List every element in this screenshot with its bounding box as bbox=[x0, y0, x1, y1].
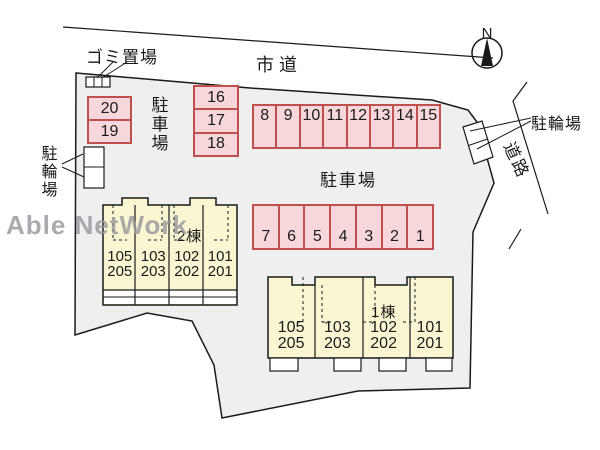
building-2-outline bbox=[102, 197, 238, 306]
unit-lower-number: 205 bbox=[107, 263, 133, 280]
unit-cell: 103 203 bbox=[137, 249, 171, 281]
unit-upper-number: 103 bbox=[324, 319, 351, 336]
unit-lower-number: 202 bbox=[370, 335, 397, 352]
parking-space: 2 bbox=[383, 206, 409, 248]
parking-space: 4 bbox=[331, 206, 357, 248]
parking-space: 17 bbox=[195, 110, 237, 134]
garbage-pointer-line bbox=[101, 61, 128, 79]
building-1-porches bbox=[269, 357, 453, 372]
building-2-stair-dashes bbox=[112, 205, 229, 241]
unit-cell: 101 201 bbox=[407, 320, 453, 354]
building-2-units: 105 205 103 203 102 202 101 201 bbox=[103, 249, 237, 281]
unit-lower-number: 205 bbox=[277, 335, 305, 352]
parking-lot-label-vertical: 駐車場 bbox=[151, 96, 169, 153]
parking-space: 20 bbox=[89, 98, 130, 121]
unit-upper-number: 105 bbox=[107, 248, 133, 265]
watermark: Able NetWork bbox=[6, 210, 188, 240]
building-1-units: 105 205 103 203 102 202 101 201 bbox=[268, 320, 453, 354]
parking-space: 10 bbox=[301, 106, 325, 147]
garbage-box bbox=[85, 76, 111, 88]
unit-cell: 105 205 bbox=[268, 320, 314, 354]
unit-lower-number: 203 bbox=[324, 335, 351, 352]
bicycle-parking-label-left: 駐輪場 bbox=[41, 146, 58, 199]
unit-lower-number: 203 bbox=[140, 263, 166, 280]
parking-space: 5 bbox=[305, 206, 332, 248]
unit-upper-number: 103 bbox=[140, 248, 166, 265]
building-1-stair-dashes bbox=[291, 277, 416, 323]
parking-space: 12 bbox=[348, 106, 371, 147]
parking-space: 16 bbox=[195, 87, 237, 111]
parking-space: 6 bbox=[280, 206, 306, 248]
building-1-outline bbox=[267, 276, 454, 372]
bicycle-shed-right bbox=[462, 120, 494, 165]
bicycle-right-pointer-line bbox=[476, 120, 532, 150]
parking-space: 18 bbox=[207, 135, 225, 153]
parking-space: 19 bbox=[100, 122, 119, 140]
parking-space: 11 bbox=[324, 106, 348, 147]
compass-north-label: N bbox=[481, 25, 493, 42]
unit-upper-number: 101 bbox=[207, 248, 233, 265]
building-1-name: 1棟 bbox=[371, 304, 397, 321]
parking-space: 1 bbox=[415, 228, 425, 245]
unit-upper-number: 101 bbox=[416, 319, 444, 336]
building-2-name: 2棟 bbox=[177, 228, 203, 245]
unit-upper-number: 102 bbox=[174, 248, 200, 265]
unit-lower-number: 201 bbox=[207, 263, 233, 280]
parking-space: 9 bbox=[277, 106, 301, 147]
parking-space: 3 bbox=[357, 206, 383, 248]
unit-cell: 102 202 bbox=[170, 249, 204, 281]
unit-upper-number: 105 bbox=[277, 319, 305, 336]
unit-upper-number: 102 bbox=[370, 319, 397, 336]
garbage-area-label: ゴミ置場 bbox=[86, 48, 158, 67]
unit-cell: 103 203 bbox=[314, 320, 360, 354]
unit-cell: 101 201 bbox=[204, 249, 238, 281]
bicycle-right-pointer-line bbox=[469, 117, 532, 132]
city-road-line bbox=[62, 26, 494, 59]
unit-lower-number: 202 bbox=[174, 263, 200, 280]
bicycle-left-pointer-line bbox=[61, 153, 84, 165]
unit-cell: 102 202 bbox=[361, 320, 407, 354]
bicycle-parking-label-right: 駐輪場 bbox=[531, 116, 583, 133]
right-road-line bbox=[512, 81, 549, 215]
right-road-end-line bbox=[508, 228, 522, 250]
compass-needle-icon bbox=[481, 38, 493, 66]
city-road-label: 市道 bbox=[256, 55, 302, 75]
bicycle-left-pointer-line bbox=[61, 166, 85, 178]
unit-cell: 105 205 bbox=[103, 249, 137, 281]
parking-space: 13 bbox=[371, 106, 395, 147]
parking-space: 15 bbox=[419, 107, 438, 124]
bicycle-shed-left bbox=[83, 146, 105, 189]
parking-space: 7 bbox=[254, 206, 280, 248]
unit-lower-number: 201 bbox=[416, 335, 444, 352]
parking-lot-label-center: 駐車場 bbox=[320, 171, 377, 190]
parking-space: 14 bbox=[394, 106, 418, 147]
garbage-pointer-line bbox=[96, 61, 114, 79]
parking-space: 8 bbox=[254, 106, 278, 147]
